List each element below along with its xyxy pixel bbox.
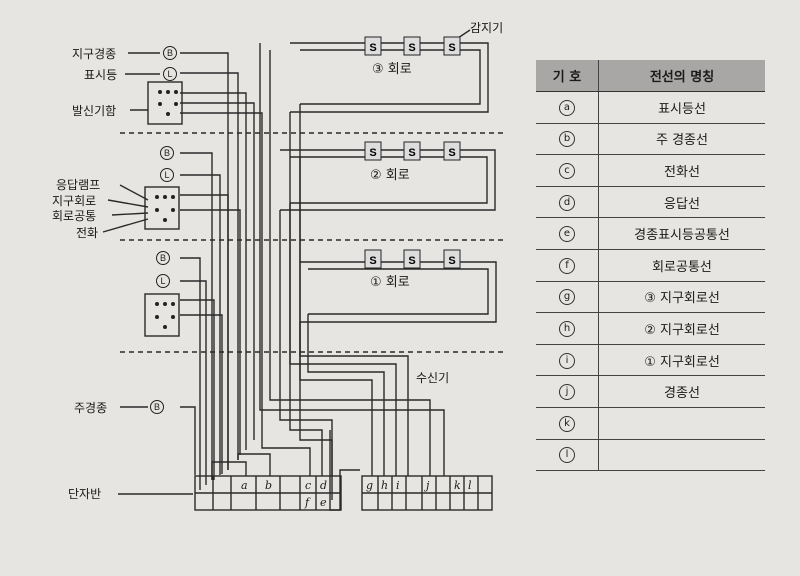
response-lamp-label: 응답램프 — [56, 178, 101, 192]
main-alarm-label: 주경종 — [74, 401, 108, 415]
legend-row: e 경종표시등공통선 — [536, 217, 765, 250]
detector-3-3: S — [443, 36, 461, 56]
svg-text:S: S — [448, 255, 455, 267]
legend-row: h ② 지구회로선 — [536, 312, 765, 345]
detector-1-1: S — [364, 249, 382, 269]
legend-name: ③ 지구회로선 — [598, 281, 765, 314]
legend-symbol: e — [559, 226, 575, 243]
svg-text:L: L — [167, 69, 172, 79]
bell-icon: B — [156, 251, 170, 265]
detector-label: 감지기 — [470, 21, 504, 35]
svg-text:S: S — [448, 147, 455, 159]
detector-2-2: S — [403, 141, 421, 161]
transmitter-label: 발신기함 — [72, 104, 117, 118]
legend-name — [598, 407, 765, 440]
terminal-a: a — [241, 479, 248, 492]
circuit-3-label: ③ 회로 — [372, 62, 412, 77]
lamp-icon: L — [156, 274, 170, 288]
ground-alarm-label: 지구경종 — [72, 47, 117, 61]
legend-row: g ③ 지구회로선 — [536, 281, 765, 314]
detector-2-3: S — [443, 141, 461, 161]
legend-header-symbol: 기 호 — [536, 60, 599, 92]
terminal-k: k — [454, 479, 461, 492]
legend-symbol: d — [559, 194, 575, 211]
legend-row: a 표시등선 — [536, 91, 765, 124]
circuit-1-label: ① 회로 — [370, 275, 410, 290]
legend-symbol: k — [559, 415, 575, 432]
terminal-l: l — [468, 479, 472, 492]
svg-text:S: S — [369, 255, 376, 267]
legend-name: 회로공통선 — [598, 249, 765, 282]
svg-text:B: B — [164, 148, 170, 158]
legend-header: 기 호 전선의 명칭 — [536, 60, 765, 92]
main-bell-icon: B — [150, 400, 164, 414]
terminal-b: b — [265, 479, 273, 492]
legend-symbol: h — [559, 320, 575, 337]
legend-name: 전화선 — [598, 154, 765, 187]
terminal-c: c — [305, 479, 312, 492]
common-circuit-label: 회로공통 — [52, 209, 97, 223]
terminal-h: h — [381, 479, 389, 492]
circuit-2-label: ② 회로 — [370, 168, 410, 183]
terminal-board-label: 단자반 — [68, 487, 102, 501]
terminal-g: g — [366, 479, 374, 492]
lamp-icon: L — [160, 168, 174, 182]
svg-text:L: L — [160, 276, 165, 286]
detector-1-2: S — [403, 249, 421, 269]
bell-icon: B — [163, 46, 177, 60]
lamp-icon: L — [163, 67, 177, 81]
legend-name: ① 지구회로선 — [598, 344, 765, 377]
detector-3-2: S — [403, 36, 421, 56]
svg-text:S: S — [369, 42, 376, 54]
terminal-f: f — [305, 496, 310, 509]
terminal-i: i — [396, 479, 400, 492]
phone-label: 전화 — [76, 226, 99, 240]
bell-icon: B — [160, 146, 174, 160]
legend-symbol: j — [559, 384, 575, 401]
svg-text:B: B — [167, 48, 173, 58]
legend-row: b 주 경종선 — [536, 123, 765, 156]
legend-symbol: f — [559, 257, 575, 274]
wire-legend-table: 기 호 전선의 명칭 a 표시등선 b 주 경종선 c 전화선 d 응답선 e 경종표시등… — [536, 60, 765, 472]
legend-symbol: l — [559, 447, 575, 464]
legend-symbol: g — [559, 289, 575, 306]
legend-row: i ① 지구회로선 — [536, 344, 765, 377]
zone-circuit-label: 지구회로 — [52, 194, 97, 208]
legend-name: 표시등선 — [598, 91, 765, 124]
legend-name — [598, 439, 765, 472]
indicator-lamp-label: 표시등 — [84, 68, 118, 82]
svg-text:B: B — [154, 402, 160, 412]
detector-1-3: S — [443, 249, 461, 269]
legend-header-name: 전선의 명칭 — [598, 60, 765, 92]
svg-text:L: L — [164, 170, 169, 180]
legend-row: c 전화선 — [536, 154, 765, 187]
svg-text:S: S — [408, 147, 415, 159]
terminal-d: d — [320, 479, 328, 492]
legend-row: l — [536, 439, 765, 472]
receiver-label: 수신기 — [416, 371, 450, 385]
legend-name: 경종표시등공통선 — [598, 217, 765, 250]
legend-name: 응답선 — [598, 186, 765, 219]
detector-3-1: S — [364, 36, 382, 56]
svg-text:S: S — [369, 147, 376, 159]
svg-text:B: B — [160, 253, 166, 263]
legend-symbol: b — [559, 131, 575, 148]
legend-symbol: a — [559, 99, 575, 116]
legend-row: j 경종선 — [536, 375, 765, 408]
terminal-j: j — [426, 479, 430, 492]
legend-row: f 회로공통선 — [536, 249, 765, 282]
legend-row: k — [536, 407, 765, 440]
legend-row: d 응답선 — [536, 186, 765, 219]
terminal-e: e — [320, 496, 327, 509]
legend-symbol: i — [559, 352, 575, 369]
svg-text:S: S — [408, 255, 415, 267]
legend-symbol: c — [559, 162, 575, 179]
detector-2-1: S — [364, 141, 382, 161]
svg-text:S: S — [448, 42, 455, 54]
legend-name: ② 지구회로선 — [598, 312, 765, 345]
legend-name: 경종선 — [598, 375, 765, 408]
svg-text:S: S — [408, 42, 415, 54]
legend-name: 주 경종선 — [598, 123, 765, 156]
